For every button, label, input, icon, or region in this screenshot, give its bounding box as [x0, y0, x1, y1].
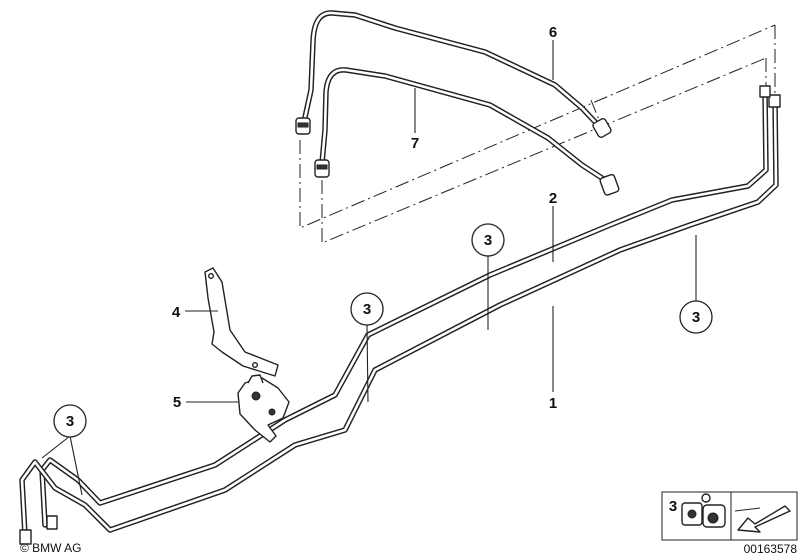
fitting-icon — [599, 173, 620, 196]
bracket-part-4 — [204, 267, 279, 377]
circled-callout-3: 3 — [53, 404, 87, 438]
callout-3-label: 3 — [363, 301, 371, 318]
copyright-text: © BMW AG — [20, 541, 82, 555]
callout-6: 6 — [549, 24, 557, 41]
pipe-end-icon — [46, 515, 58, 530]
arrow-icon — [734, 505, 791, 533]
circled-callout-3: 3 — [679, 300, 713, 334]
pipe-end-icon — [768, 94, 781, 108]
legend-box: 3 — [661, 491, 798, 541]
callout-7: 7 — [411, 135, 419, 152]
callout-2: 2 — [549, 190, 557, 207]
callout-3-label: 3 — [484, 232, 492, 249]
leader-lines — [41, 40, 697, 496]
circled-callout-3: 3 — [471, 223, 505, 257]
diagram-number: 00163578 — [744, 542, 798, 556]
callout-4: 4 — [172, 304, 181, 321]
pipe-part-1 — [19, 85, 781, 545]
pipe-part-6 — [295, 10, 612, 139]
pipe-part-2 — [39, 89, 769, 528]
callout-3-label: 3 — [66, 413, 74, 430]
fitting-icon — [592, 117, 612, 139]
clip-icon — [681, 493, 726, 528]
clamp-part-5 — [237, 374, 290, 443]
callout-1: 1 — [549, 395, 557, 412]
pipe-end-icon — [759, 85, 771, 98]
circled-callout-3: 3 — [350, 292, 384, 326]
legend-number: 3 — [669, 498, 677, 515]
callout-5: 5 — [173, 394, 181, 411]
callout-3-label: 3 — [692, 309, 700, 326]
pipe-end-icon — [19, 529, 32, 545]
pipe-part-7 — [314, 67, 620, 196]
